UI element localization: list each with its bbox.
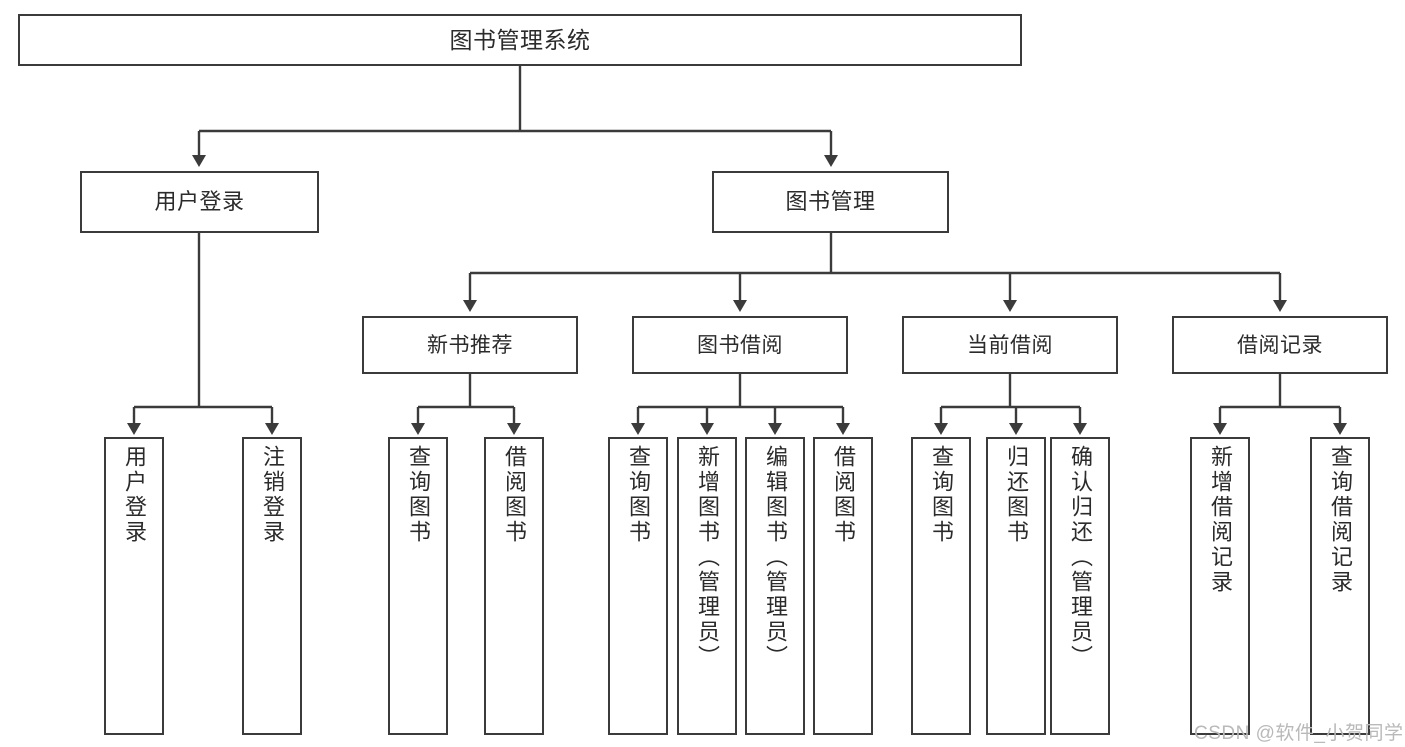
node-new-book-recommend[interactable]: 新书推荐 xyxy=(362,316,578,374)
node-borrow-record[interactable]: 借阅记录 xyxy=(1172,316,1388,374)
node-leaf-edit-book-label: 编辑图书（管理员） xyxy=(763,445,788,670)
node-leaf-borrow-book-label: 借阅图书 xyxy=(831,445,856,545)
node-leaf-add-book-label: 新增图书（管理员） xyxy=(695,445,720,670)
node-leaf-add-record[interactable]: 新增借阅记录 xyxy=(1190,437,1250,735)
node-leaf-query-record-label: 查询借阅记录 xyxy=(1328,445,1353,595)
node-leaf-return-book-label: 归还图书 xyxy=(1004,445,1029,545)
node-leaf-borrow-book-rec-label: 借阅图书 xyxy=(502,445,527,545)
node-current-borrow-label: 当前借阅 xyxy=(967,333,1053,357)
node-current-borrow[interactable]: 当前借阅 xyxy=(902,316,1118,374)
node-leaf-edit-book[interactable]: 编辑图书（管理员） xyxy=(745,437,805,735)
node-leaf-borrow-book[interactable]: 借阅图书 xyxy=(813,437,873,735)
node-leaf-query-book-rec[interactable]: 查询图书 xyxy=(388,437,448,735)
node-leaf-user-logout[interactable]: 注销登录 xyxy=(242,437,302,735)
node-user-login[interactable]: 用户登录 xyxy=(80,171,319,233)
node-book-manage[interactable]: 图书管理 xyxy=(712,171,949,233)
node-leaf-user-login-label: 用户登录 xyxy=(122,445,147,545)
node-user-login-label: 用户登录 xyxy=(154,189,245,214)
node-leaf-query-book-borrow[interactable]: 查询图书 xyxy=(608,437,668,735)
node-leaf-confirm-return[interactable]: 确认归还（管理员） xyxy=(1050,437,1110,735)
node-root-label: 图书管理系统 xyxy=(449,26,591,53)
node-leaf-add-record-label: 新增借阅记录 xyxy=(1208,445,1233,595)
node-book-borrow-label: 图书借阅 xyxy=(697,333,783,357)
node-borrow-record-label: 借阅记录 xyxy=(1237,333,1323,357)
watermark: CSDN @软件_小贺同学 xyxy=(1194,723,1404,744)
node-leaf-return-book[interactable]: 归还图书 xyxy=(986,437,1046,735)
node-leaf-add-book[interactable]: 新增图书（管理员） xyxy=(677,437,737,735)
node-root[interactable]: 图书管理系统 xyxy=(18,14,1022,66)
node-leaf-user-logout-label: 注销登录 xyxy=(260,445,285,545)
node-leaf-query-record[interactable]: 查询借阅记录 xyxy=(1310,437,1370,735)
node-leaf-query-book-cur[interactable]: 查询图书 xyxy=(911,437,971,735)
node-leaf-query-book-cur-label: 查询图书 xyxy=(929,445,954,545)
node-leaf-query-book-borrow-label: 查询图书 xyxy=(626,445,651,545)
node-leaf-borrow-book-rec[interactable]: 借阅图书 xyxy=(484,437,544,735)
node-leaf-confirm-return-label: 确认归还（管理员） xyxy=(1068,445,1093,670)
node-new-book-recommend-label: 新书推荐 xyxy=(427,333,513,357)
node-leaf-user-login[interactable]: 用户登录 xyxy=(104,437,164,735)
node-leaf-query-book-rec-label: 查询图书 xyxy=(406,445,431,545)
node-book-manage-label: 图书管理 xyxy=(785,189,876,214)
node-book-borrow[interactable]: 图书借阅 xyxy=(632,316,848,374)
